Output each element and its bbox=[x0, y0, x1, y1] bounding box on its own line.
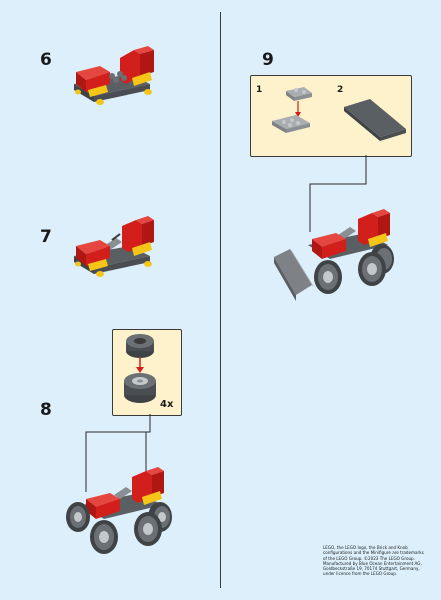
step9-model bbox=[274, 209, 394, 301]
legal-notice: LEGO, the LEGO logo, the Brick and Knob … bbox=[323, 545, 435, 577]
sub-step-1: 1 bbox=[256, 85, 263, 95]
step-number-7: 7 bbox=[40, 227, 52, 247]
step-number-6: 6 bbox=[40, 50, 52, 70]
step8-model bbox=[66, 467, 172, 554]
sub-step-2: 2 bbox=[337, 85, 344, 95]
legal-line: Manufactured by Blue Ocean Entertainment… bbox=[323, 560, 422, 566]
step7-model bbox=[74, 216, 154, 277]
legal-line: configurations and the Minifigure are tr… bbox=[323, 550, 424, 556]
wheel-parts bbox=[124, 334, 156, 403]
wheel-multiplier: 4x bbox=[160, 399, 174, 410]
column-divider bbox=[220, 12, 221, 588]
legal-line: LEGO, the LEGO logo, the Brick and Knob bbox=[323, 545, 408, 550]
step-number-8: 8 bbox=[40, 400, 52, 420]
step9-callout-parts bbox=[272, 87, 406, 141]
legal-line: under licence from the LEGO Group. bbox=[323, 571, 398, 577]
step-number-9: 9 bbox=[262, 50, 274, 70]
legal-line: of the LEGO Group. ©2023 The LEGO Group. bbox=[323, 555, 415, 561]
step6-model bbox=[74, 46, 154, 105]
legal-line: Goldbeckstraße 19, 70174 Stuttgart, Germ… bbox=[323, 566, 420, 572]
